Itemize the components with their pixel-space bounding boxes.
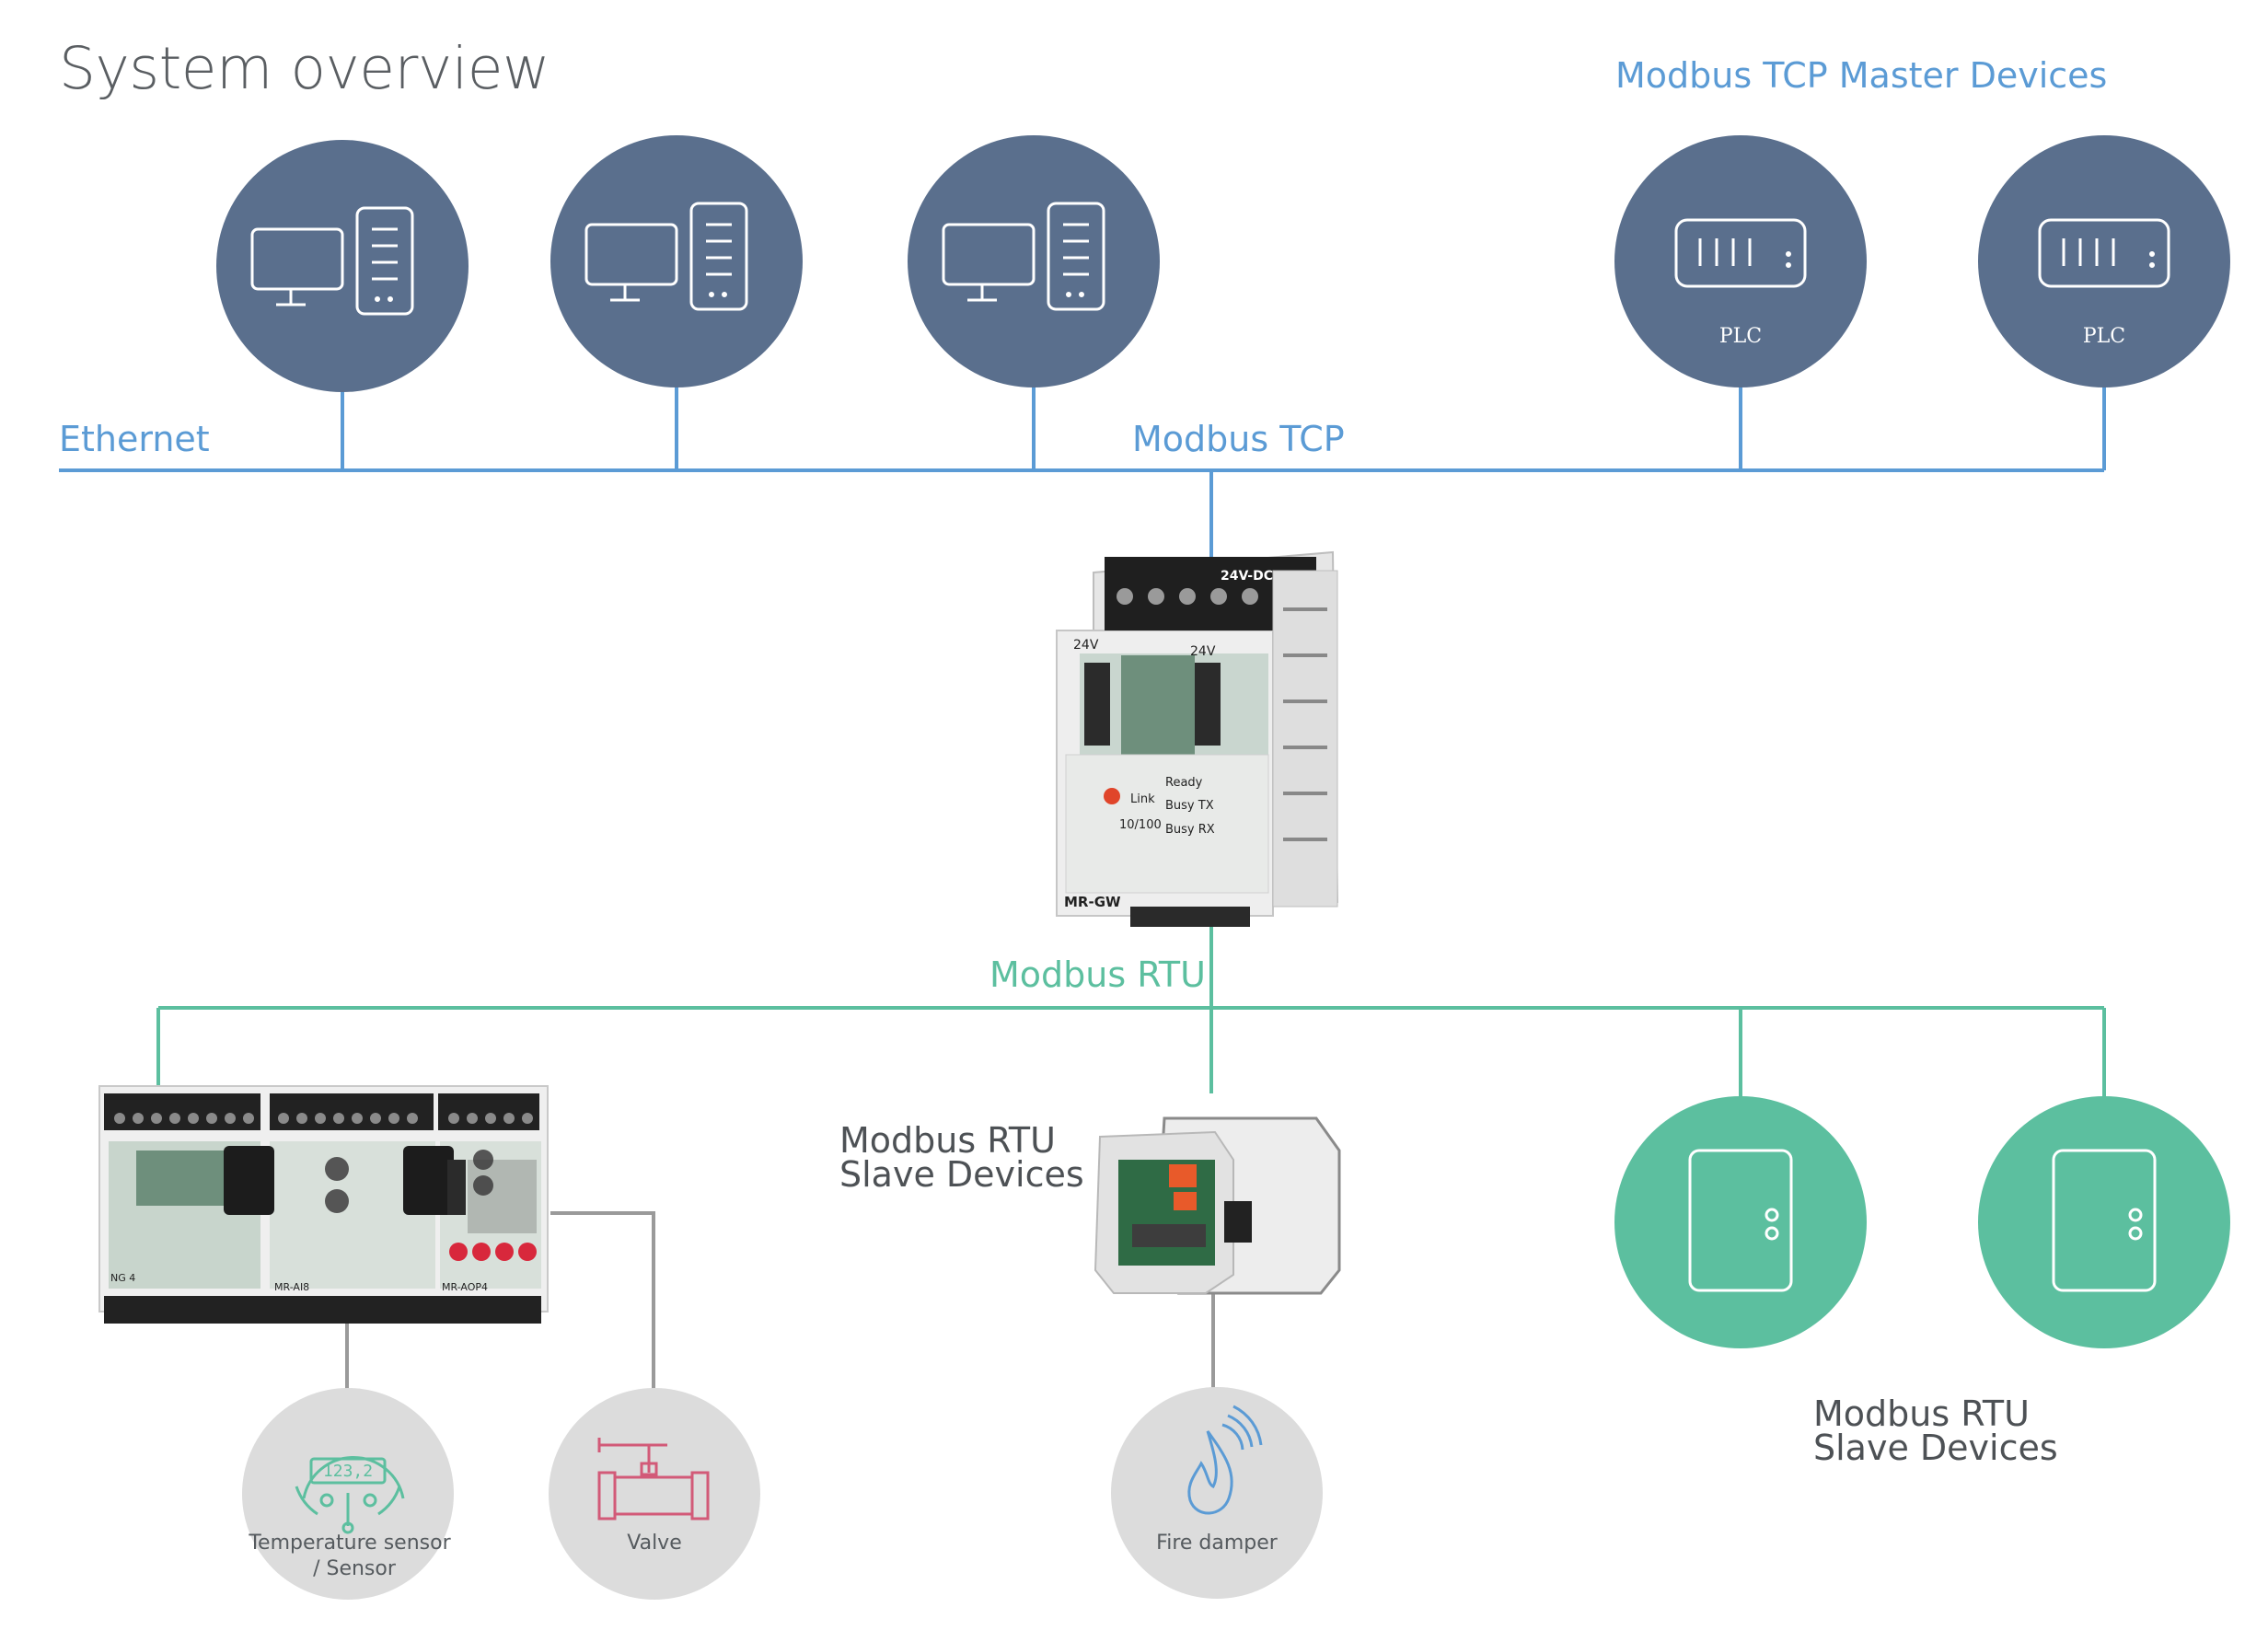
master-device-2 (550, 135, 803, 387)
sensor-valve: Valve (549, 1388, 760, 1600)
led-busy-rx: Busy RX (1165, 823, 1215, 837)
fire-damper-circle (1111, 1387, 1323, 1599)
slave-circle (1978, 1096, 2230, 1348)
rtu-slave-devices (1614, 1096, 2230, 1348)
gateway-left-24v: 24V (1073, 638, 1099, 653)
rtu-slaves-middle-label-2: Slave Devices (839, 1154, 1084, 1195)
rtu-slaves-right-label-2: Slave Devices (1813, 1428, 2058, 1468)
thermometer-display-icon (295, 1456, 405, 1534)
slave-circle (1614, 1096, 1867, 1348)
slave-device-icon (1688, 1149, 1793, 1292)
module-aop4-label: MR-AOP4 (442, 1281, 488, 1293)
pc-tower-icon (584, 202, 748, 311)
rtu-slaves-middle-label-1: Modbus RTU (839, 1120, 1056, 1161)
valve-label: Valve (627, 1532, 682, 1555)
valve-icon (597, 1438, 710, 1521)
pc-tower-icon (942, 202, 1105, 311)
slave-device-icon (2052, 1149, 2157, 1292)
master-circle (1978, 135, 2230, 387)
pc-tower-icon (250, 206, 414, 316)
rtu-module-block: NG 4 MR-AI8 MR-AOP4 (98, 1085, 549, 1324)
module-ai8-label: MR-AI8 (274, 1281, 309, 1293)
temperature-display-value: 123,2 (323, 1462, 373, 1481)
temperature-sensor-label-2: / Sensor (313, 1557, 397, 1580)
gateway-right-24v: 24V (1190, 644, 1216, 659)
ethernet-bus (59, 382, 2106, 561)
modbus-rtu-label: Modbus RTU (989, 954, 1206, 995)
led-ready: Ready (1165, 776, 1203, 790)
master-device-3 (908, 135, 1160, 387)
modbus-tcp-label: Modbus TCP (1132, 419, 1345, 459)
plc-label: PLC (2083, 325, 2125, 348)
tcp-masters-label: Modbus TCP Master Devices (1615, 55, 2108, 96)
led-link: Link (1130, 792, 1155, 806)
plc-icon (2038, 218, 2170, 288)
master-device-4: PLC (1614, 135, 1867, 387)
link-led-icon (1104, 788, 1120, 804)
gateway-terminal-label: 24V-DC (1221, 569, 1273, 584)
master-circle (1614, 135, 1867, 387)
tcp-master-devices: PLC PLC (216, 135, 2230, 392)
gateway-model: MR-GW (1064, 894, 1121, 910)
fire-damper-actuator (1094, 1116, 1341, 1295)
page-title: System overview (59, 35, 550, 102)
modbus-rtu-bus (156, 897, 2106, 1097)
master-device-1 (216, 140, 469, 392)
ethernet-label: Ethernet (59, 419, 210, 459)
plc-label: PLC (1719, 325, 1762, 348)
flame-icon (1187, 1405, 1263, 1515)
fire-damper-label: Fire damper (1156, 1532, 1279, 1555)
led-busy-tx: Busy TX (1165, 799, 1214, 813)
led-10-100: 10/100 (1119, 818, 1162, 832)
sensor-temperature: 123,2 Temperature sensor / Sensor (242, 1388, 454, 1600)
master-device-5: PLC (1978, 135, 2230, 387)
valve-circle (549, 1388, 760, 1600)
rtu-slave-device-2 (1978, 1096, 2230, 1348)
module-ng4-label: NG 4 (110, 1272, 135, 1284)
plc-icon (1674, 218, 1807, 288)
temperature-sensor-label: Temperature sensor (248, 1532, 451, 1555)
rtu-slaves-right-label-1: Modbus RTU (1813, 1393, 2030, 1434)
gateway-device: 24V-DC 24V 24V Ready Link Busy TX 10/100… (1056, 550, 1339, 927)
sensor-fire-damper: Fire damper (1111, 1387, 1323, 1599)
rtu-slave-device-1 (1614, 1096, 1867, 1348)
